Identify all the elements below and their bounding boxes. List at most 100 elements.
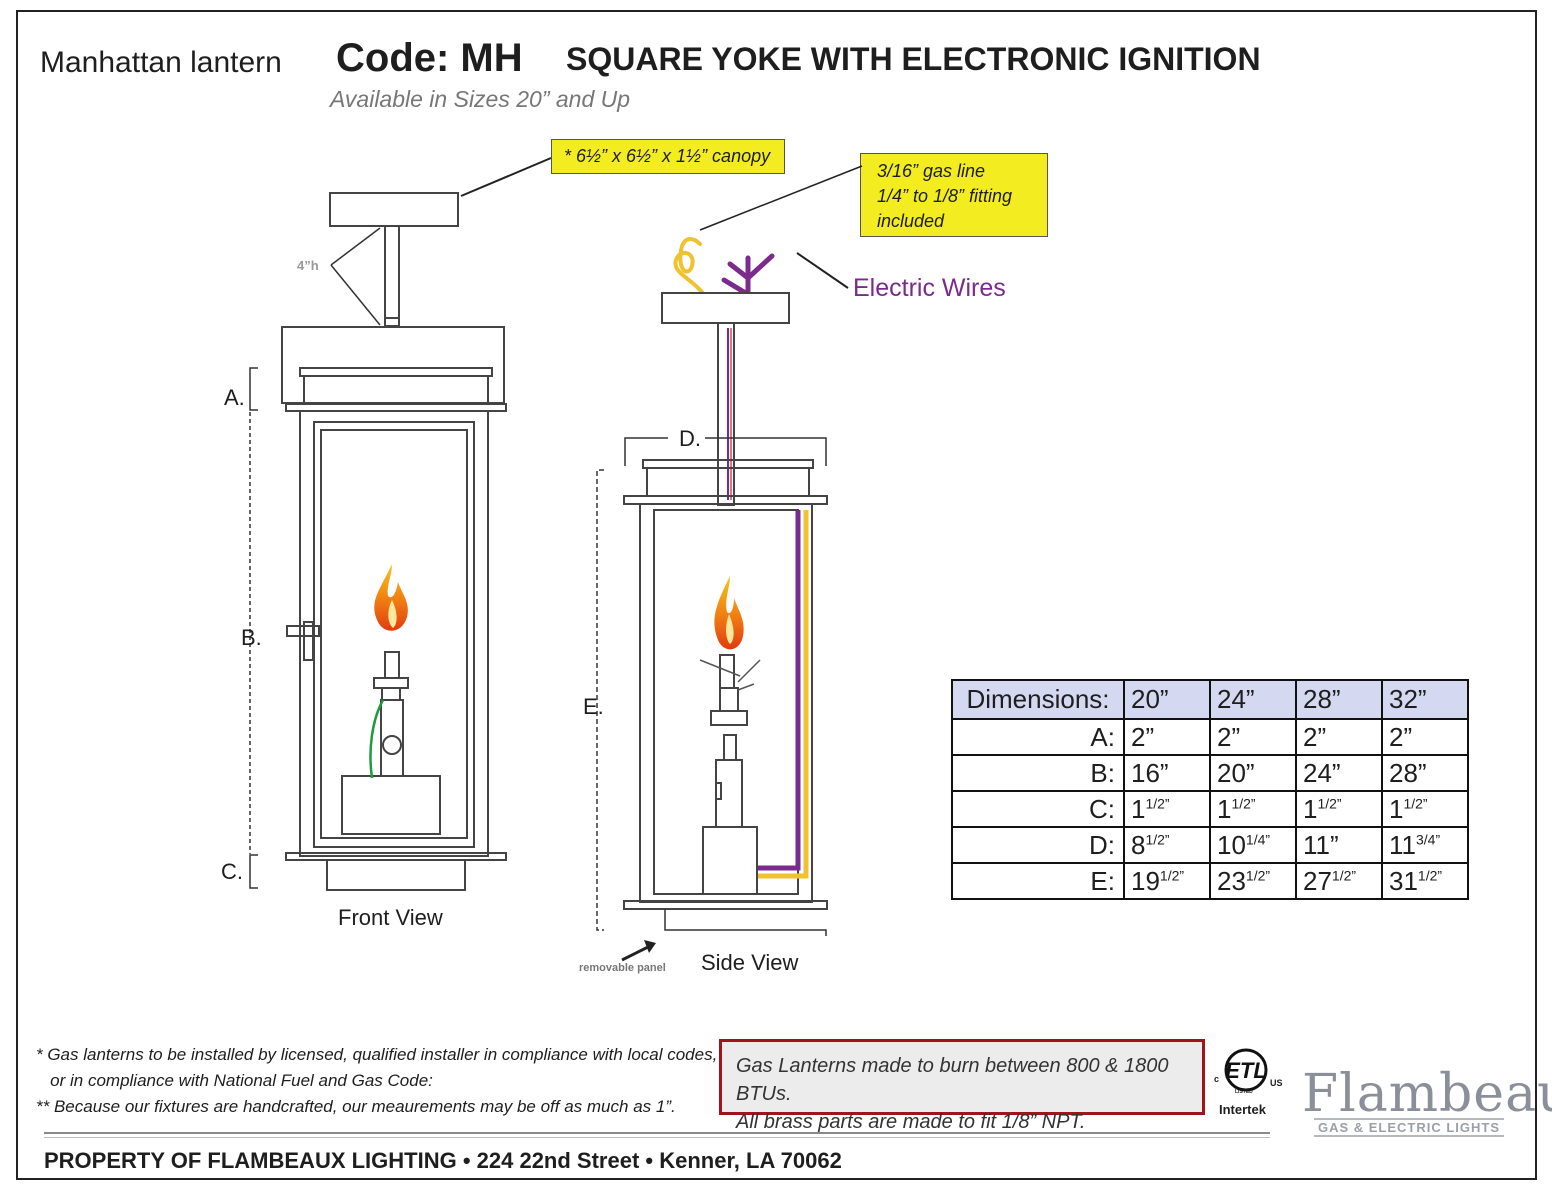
etl-listed: LISTED bbox=[1235, 1089, 1253, 1095]
dimension-cell: 2” bbox=[1123, 718, 1211, 756]
availability-note: Available in Sizes 20” and Up bbox=[330, 86, 631, 112]
label-c: C. bbox=[221, 859, 243, 884]
dimension-cell: 311/2” bbox=[1381, 862, 1469, 900]
dimension-cell: 11/2” bbox=[1209, 790, 1297, 828]
dimension-fraction: 1/2” bbox=[1245, 866, 1271, 883]
dimension-cell: 11/2” bbox=[1381, 790, 1469, 828]
dimension-fraction: 1/2” bbox=[1331, 866, 1357, 883]
dimension-whole: 10 bbox=[1217, 829, 1246, 860]
table-row: A:2”2”2”2” bbox=[951, 718, 1469, 756]
dimension-whole: 1 bbox=[1389, 793, 1404, 824]
dim-bracket-a bbox=[249, 367, 258, 411]
dimension-cell: 231/2” bbox=[1209, 862, 1297, 900]
dimension-fraction: 1/2” bbox=[1417, 866, 1443, 883]
lantern-drawing bbox=[249, 157, 863, 962]
table-row: B:16” 20” 24” 28” bbox=[951, 754, 1469, 792]
electric-wires-leader bbox=[796, 252, 849, 289]
note-line: or in compliance with National Fuel and … bbox=[36, 1071, 433, 1090]
dimension-whole: 23 bbox=[1217, 865, 1246, 896]
dimension-cell: 81/2” bbox=[1123, 826, 1211, 864]
size-header: 32” bbox=[1381, 679, 1469, 720]
row-label: C: bbox=[951, 790, 1125, 828]
brand-logo: Flambeaux bbox=[1302, 1064, 1552, 1124]
dimension-cell: 2” bbox=[1295, 718, 1383, 756]
side-wire-purple bbox=[758, 510, 801, 871]
btu-line: Gas Lanterns made to burn between 800 & … bbox=[736, 1055, 1169, 1105]
dimension-whole: 2” bbox=[1303, 721, 1327, 752]
table-header-row: Dimensions: 20” 24” 28” 32” bbox=[951, 679, 1469, 720]
dimension-whole: 2” bbox=[1131, 721, 1155, 752]
dimension-whole: 24” bbox=[1303, 757, 1341, 788]
front-view-label: Front View bbox=[338, 905, 443, 930]
dimension-cell: 11/2” bbox=[1295, 790, 1383, 828]
dim-bracket-e bbox=[596, 469, 604, 931]
dimension-cell: 101/4” bbox=[1209, 826, 1297, 864]
label-d: D. bbox=[679, 426, 701, 451]
dimension-fraction: 1/2” bbox=[1145, 794, 1170, 811]
installation-notes: * Gas lanterns to be installed by licens… bbox=[36, 1042, 717, 1120]
footer-divider bbox=[44, 1132, 1270, 1134]
dimension-whole: 27 bbox=[1303, 865, 1332, 896]
page-border bbox=[16, 10, 1537, 1180]
btu-info-box: Gas Lanterns made to burn between 800 & … bbox=[719, 1039, 1205, 1133]
dimension-whole: 1 bbox=[1303, 793, 1318, 824]
front-flame-icon bbox=[374, 564, 408, 631]
side-burner-box bbox=[702, 826, 758, 895]
dimension-cell: 191/2” bbox=[1123, 862, 1211, 900]
table-row: C:11/2”11/2”11/2”11/2” bbox=[951, 790, 1469, 828]
label-b: B. bbox=[241, 625, 262, 650]
row-label: D: bbox=[951, 826, 1125, 864]
dim-bracket-d bbox=[624, 437, 827, 466]
dimension-fraction: 1/4” bbox=[1245, 830, 1271, 847]
etl-logo-icon: ETL bbox=[1224, 1048, 1268, 1092]
removable-panel-arrow bbox=[621, 944, 651, 962]
footer-address: PROPERTY OF FLAMBEAUX LIGHTING • 224 22n… bbox=[44, 1148, 842, 1173]
dimension-cell: 2” bbox=[1381, 718, 1469, 756]
note-line: ** Because our fixtures are handcrafted,… bbox=[36, 1097, 676, 1116]
dimension-cell: 11/2” bbox=[1123, 790, 1211, 828]
row-label: B: bbox=[951, 754, 1125, 792]
dimension-whole: 16” bbox=[1131, 757, 1169, 788]
dimension-cell: 28” bbox=[1381, 754, 1469, 792]
front-view-drawing bbox=[249, 157, 552, 891]
dimension-fraction: 1/2” bbox=[1159, 866, 1185, 883]
svg-text:ETL: ETL bbox=[1225, 1058, 1267, 1083]
side-flame-icon bbox=[714, 576, 744, 650]
etl-intertek: Intertek bbox=[1219, 1102, 1266, 1117]
dimension-cell: 16” bbox=[1123, 754, 1211, 792]
gas-line-text-3: included bbox=[877, 211, 945, 231]
gas-line-callout: 3/16” gas line 1/4” to 1/8” fitting incl… bbox=[860, 153, 1048, 237]
dimension-fraction: 3/4” bbox=[1416, 830, 1441, 847]
dimension-cell: 11” bbox=[1295, 826, 1383, 864]
dimension-cell: 113/4” bbox=[1381, 826, 1469, 864]
label-e: E. bbox=[583, 694, 604, 719]
dimension-whole: 11 bbox=[1389, 829, 1416, 860]
gas-line-coil bbox=[673, 237, 704, 294]
table-row: E:191/2”231/2”271/2”311/2” bbox=[951, 862, 1469, 900]
etl-listed-mark: ETL c US LISTED Intertek bbox=[1214, 1044, 1283, 1125]
etl-c: c bbox=[1214, 1074, 1220, 1084]
size-header: 24” bbox=[1209, 679, 1297, 720]
dimension-whole: 19 bbox=[1131, 865, 1160, 896]
side-view-label: Side View bbox=[701, 950, 799, 975]
dimension-whole: 20” bbox=[1217, 757, 1255, 788]
size-header: 20” bbox=[1123, 679, 1211, 720]
dimension-cell: 2” bbox=[1209, 718, 1297, 756]
dim-bracket-c bbox=[249, 854, 258, 889]
side-view-drawing bbox=[596, 165, 863, 962]
dimension-whole: 2” bbox=[1389, 721, 1413, 752]
footer-divider bbox=[44, 1137, 1270, 1138]
height-arrow-top bbox=[330, 227, 381, 266]
height-label: 4”h bbox=[297, 258, 319, 273]
dimension-fraction: 1/2” bbox=[1317, 794, 1342, 811]
label-a: A. bbox=[224, 385, 245, 410]
dimension-whole: 2” bbox=[1217, 721, 1241, 752]
dimension-whole: 11” bbox=[1303, 829, 1339, 860]
dimension-whole: 1 bbox=[1217, 793, 1232, 824]
dimensions-table: Dimensions: 20” 24” 28” 32” A:2”2”2”2”B:… bbox=[951, 679, 1469, 900]
product-name: Manhattan lantern bbox=[40, 46, 282, 79]
front-body bbox=[299, 410, 489, 857]
dimension-whole: 31 bbox=[1389, 865, 1418, 896]
front-top-plate bbox=[285, 403, 507, 412]
note-line: * Gas lanterns to be installed by licens… bbox=[36, 1045, 718, 1064]
